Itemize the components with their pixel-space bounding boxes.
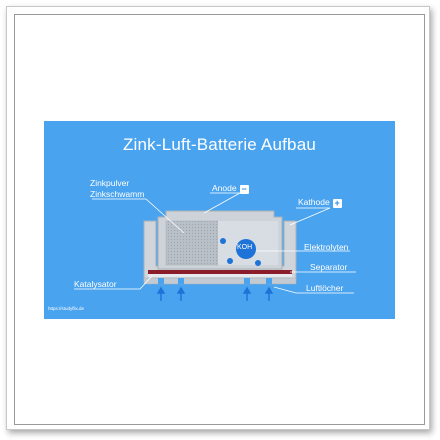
source-url: https://studyflix.de	[48, 306, 85, 311]
label-elektrolyten: Elektrolyten	[304, 242, 349, 252]
leader-kathode	[289, 207, 331, 226]
bottom-plate	[143, 277, 297, 285]
zinc-air-battery-diagram: Zink-Luft-Batterie Aufbau	[44, 121, 395, 319]
diagram-title: Zink-Luft-Batterie Aufbau	[122, 135, 317, 154]
electrolyte-dot	[255, 260, 261, 266]
kathode-text: Kathode	[298, 197, 330, 207]
leader-katalysator	[74, 275, 153, 290]
leader-zinkpulver	[92, 198, 185, 234]
plus-icon: +	[332, 198, 342, 208]
label-koh: KOH	[237, 244, 253, 251]
leader-anode	[203, 192, 242, 214]
catalyst-layer	[148, 274, 292, 277]
label-zinkpulver: Zinkpulver	[90, 178, 130, 188]
label-anode: Anode−	[212, 183, 249, 194]
anode-text: Anode	[212, 183, 237, 193]
label-zinkschwamm: Zinkschwamm	[90, 189, 145, 199]
minus-icon: −	[239, 184, 249, 194]
air-arrow-icon	[156, 286, 274, 301]
label-separator: Separator	[310, 262, 348, 272]
electrolyte-dot	[227, 258, 233, 264]
label-luftloecher: Luftlöcher	[306, 283, 344, 293]
air-hole	[178, 278, 184, 284]
electrolyte-dot	[220, 238, 226, 244]
leader-luftloecher	[273, 286, 354, 294]
label-kathode: Kathode+	[298, 197, 342, 208]
air-hole	[244, 278, 250, 284]
separator-layer	[148, 270, 292, 274]
label-katalysator: Katalysator	[74, 279, 117, 289]
air-hole	[266, 278, 272, 284]
koh-bubble	[236, 239, 256, 259]
zinc-powder-region	[165, 220, 219, 266]
inner-border	[14, 14, 425, 425]
battery-illustration	[74, 192, 356, 301]
air-hole	[158, 278, 164, 284]
